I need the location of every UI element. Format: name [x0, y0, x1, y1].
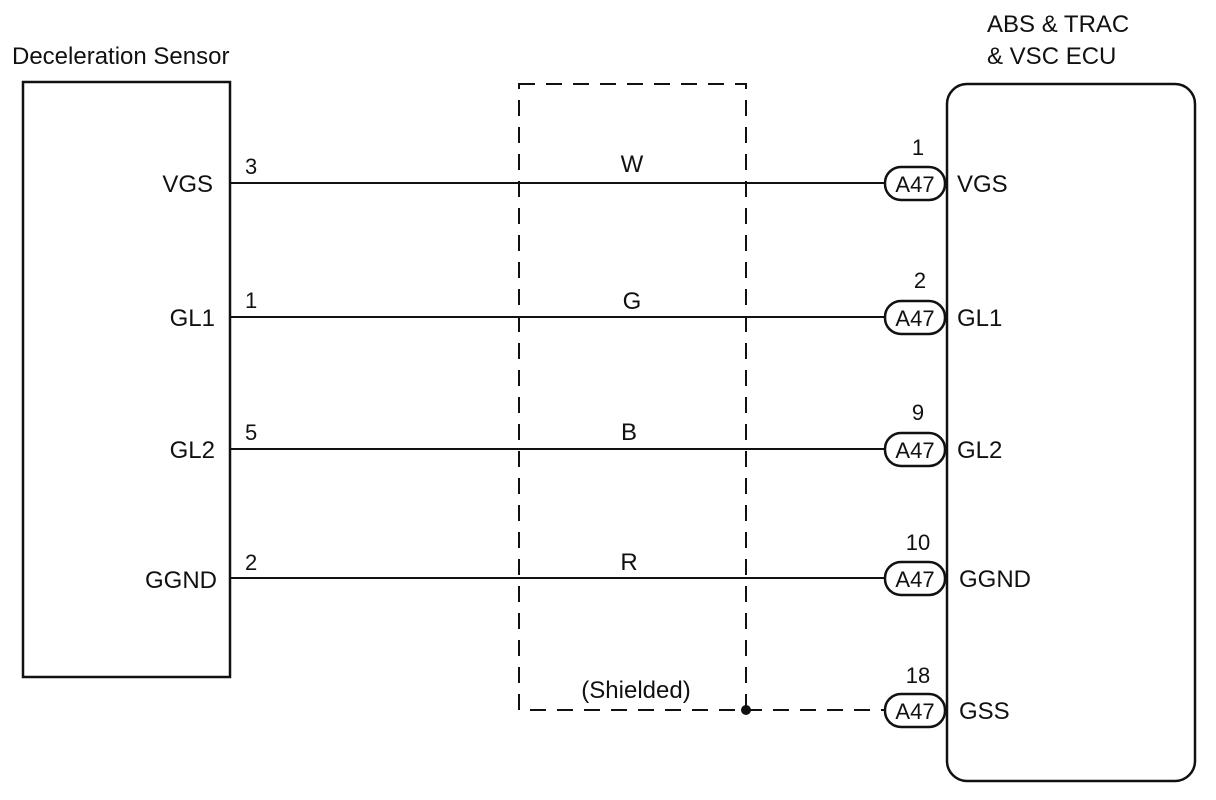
- ecu-terminal-gss: GSS: [959, 698, 1010, 725]
- sensor-terminal-ggnd: GGND: [145, 567, 217, 594]
- connector-a47-gl1: A47: [883, 299, 947, 336]
- wire-color-r: R: [620, 549, 637, 576]
- sensor-terminal-gl2: GL2: [170, 437, 215, 464]
- shield-outline: [518, 83, 747, 711]
- sensor-pin-gl1: 1: [245, 288, 257, 313]
- shield-junction-dot: [741, 705, 751, 715]
- sensor-pin-ggnd: 2: [245, 550, 257, 575]
- wire-color-w: W: [621, 151, 644, 178]
- svg-text:A47: A47: [895, 567, 934, 592]
- ecu-terminal-gl1: GL1: [957, 305, 1002, 332]
- svg-text:A47: A47: [895, 172, 934, 197]
- sensor-pin-gl2: 5: [245, 420, 257, 445]
- ecu-title-line1: ABS & TRAC: [987, 11, 1129, 38]
- ecu-pin-ggnd: 10: [906, 530, 930, 555]
- ecu-terminal-gl2: GL2: [957, 437, 1002, 464]
- sensor-terminal-gl1: GL1: [170, 305, 215, 332]
- connector-a47-vgs: A47: [883, 165, 947, 202]
- sensor-terminal-vgs: VGS: [162, 171, 213, 198]
- connector-a47-ggnd: A47: [883, 560, 947, 597]
- ecu-pin-gl1: 2: [914, 268, 926, 293]
- ecu-terminal-ggnd: GGND: [959, 566, 1031, 593]
- ecu-pin-vgs: 1: [912, 135, 924, 160]
- shield-label: (Shielded): [581, 677, 690, 704]
- ecu-box: [945, 82, 1197, 783]
- connector-a47-gl2: A47: [883, 431, 947, 468]
- ecu-title-line2: & VSC ECU: [987, 43, 1116, 70]
- connector-a47-gss: A47: [883, 692, 947, 729]
- svg-text:A47: A47: [895, 306, 934, 331]
- sensor-box: [21, 80, 232, 679]
- ecu-terminal-vgs: VGS: [957, 171, 1008, 198]
- svg-text:A47: A47: [895, 699, 934, 724]
- ecu-pin-gl2: 9: [912, 400, 924, 425]
- wire-color-g: G: [623, 288, 642, 315]
- wire-color-b: B: [621, 419, 637, 446]
- ecu-pin-gss: 18: [906, 663, 930, 688]
- svg-text:A47: A47: [895, 438, 934, 463]
- sensor-title: Deceleration Sensor: [12, 43, 229, 70]
- sensor-pin-vgs: 3: [245, 154, 257, 179]
